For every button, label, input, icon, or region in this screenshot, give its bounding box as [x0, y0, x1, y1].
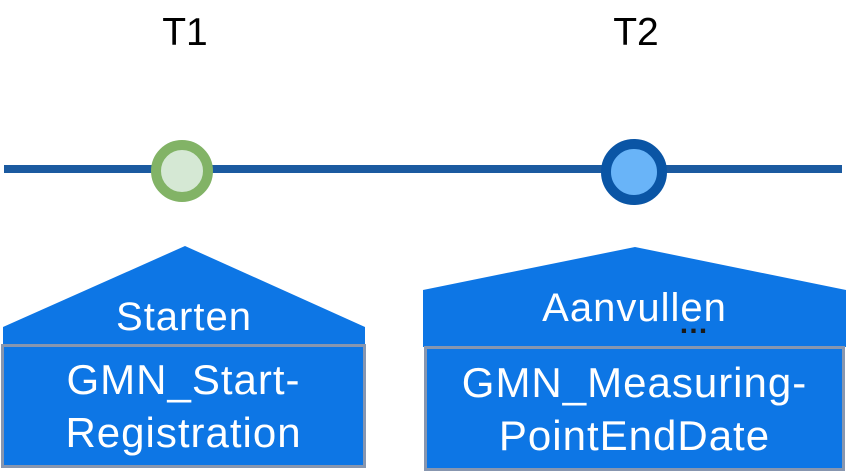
t1-label: T1 — [162, 11, 208, 54]
t2-action-label: Aanvullen — [542, 286, 727, 330]
t1-event-callout: Starten — [3, 246, 365, 345]
t1-marker-circle — [151, 140, 213, 202]
t2-box-line1: GMN_Measuring- — [461, 358, 808, 406]
timeline-line — [4, 165, 842, 173]
t2-event-box: GMN_Measuring- PointEndDate — [424, 346, 845, 471]
t2-label: T2 — [613, 11, 659, 54]
t2-box-line2: PointEndDate — [498, 411, 771, 459]
t1-action-label: Starten — [116, 295, 252, 339]
t2-ellipsis: … — [678, 307, 712, 340]
t1-event-box: GMN_Start- Registration — [1, 344, 366, 468]
t1-box-line2: Registration — [65, 409, 302, 456]
t2-marker-circle — [601, 139, 667, 205]
t1-box-line1: GMN_Start- — [66, 356, 301, 403]
t2-event-callout: Aanvullen … — [423, 247, 846, 347]
